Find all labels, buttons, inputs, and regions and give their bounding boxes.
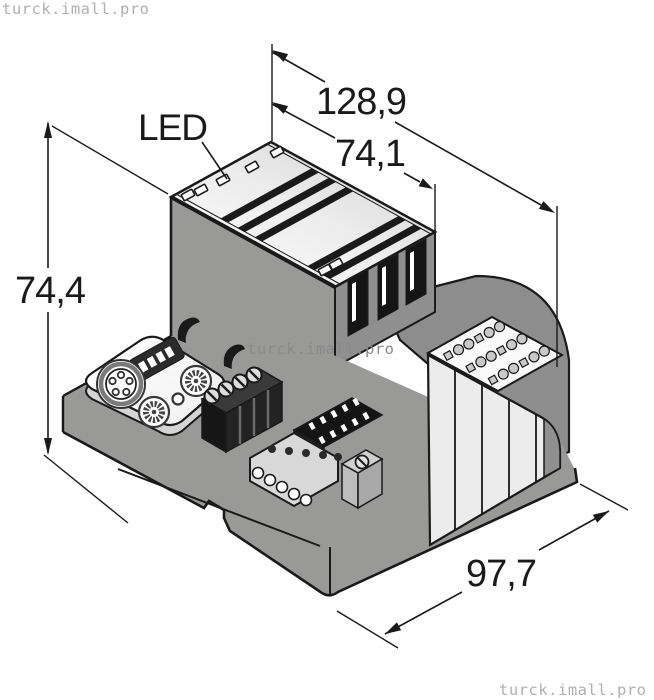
rotary-switch-2 [137, 395, 171, 429]
terminal-section [425, 315, 565, 547]
terminal-contacts [442, 321, 550, 386]
module-block [168, 140, 438, 480]
dip-switch-block [129, 336, 185, 382]
terminal-end-cap [540, 416, 561, 479]
power-terminal-block [200, 366, 284, 454]
led-label: LED [138, 107, 207, 148]
rotary-switch-1 [179, 364, 213, 398]
release-levers [177, 317, 245, 369]
plug-front-holes [251, 466, 313, 507]
plug-top-holes [268, 445, 342, 461]
dimension-overall-depth [336, 483, 629, 649]
watermark-center: turck.imall.pro [247, 340, 394, 358]
module-top-face [168, 140, 438, 289]
m12-connector [96, 359, 146, 409]
terminal-screws [203, 366, 263, 405]
service-button [171, 392, 185, 406]
led-windows [180, 145, 344, 277]
bus-contacts [347, 238, 427, 337]
mounting-bracket [340, 449, 384, 510]
plug-connector [249, 431, 342, 508]
pin-holes [308, 397, 370, 445]
dimension-label-module-length: 74,1 [335, 133, 405, 175]
dimension-overall-height [43, 121, 169, 524]
watermark-top-left: turck.imall.pro [2, 0, 149, 18]
dimension-label-overall-height: 74,4 [15, 270, 86, 312]
dimension-module-length [271, 102, 436, 231]
dimension-label-overall-length: 128,9 [316, 81, 406, 123]
watermark-bottom-right: turck.imall.pro [499, 681, 646, 699]
dimension-overall-length [271, 44, 558, 367]
dimension-label-overall-depth: 97,7 [466, 553, 536, 595]
led-leader-line [201, 141, 228, 180]
module-separators [220, 168, 422, 279]
slab-dividers [454, 370, 537, 530]
